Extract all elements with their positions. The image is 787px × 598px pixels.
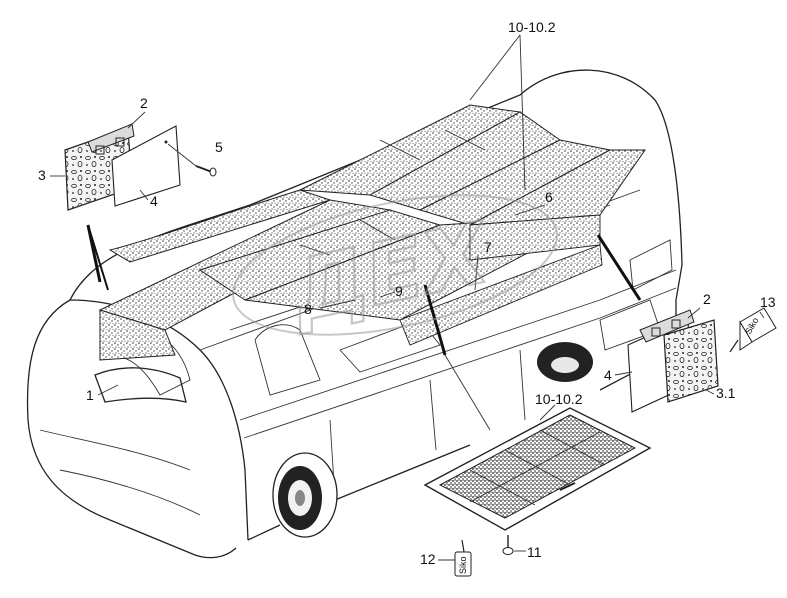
label-31: 3.1	[716, 385, 736, 401]
label-2a: 2	[140, 95, 148, 111]
label-10b: 10-10.2	[535, 391, 583, 407]
label-11: 11	[527, 544, 542, 560]
label-9: 9	[395, 283, 403, 299]
label-7: 7	[484, 239, 492, 255]
label-1: 1	[86, 387, 94, 403]
leader-lines	[86, 34, 642, 431]
tube-12-text: Siko	[458, 556, 468, 574]
bolt-11	[502, 535, 514, 555]
rear-wheel	[537, 342, 593, 382]
callout-labels: 10-10.2 2 5 3 4 6 7 9 8 2 13 4 3.1 1 10-…	[38, 19, 776, 567]
label-5: 5	[215, 139, 223, 155]
label-4a: 4	[150, 193, 158, 209]
label-13: 13	[760, 294, 776, 310]
label-ticks	[50, 111, 765, 561]
screw-5	[167, 143, 217, 177]
label-8: 8	[304, 301, 312, 317]
sealant-tube-13: Siko	[729, 307, 777, 353]
label-4b: 4	[604, 367, 612, 383]
floor-hatch	[423, 407, 652, 531]
service-hatch-left	[64, 123, 181, 211]
label-12: 12	[420, 551, 436, 567]
service-hatch-right	[627, 309, 719, 413]
label-3: 3	[38, 167, 46, 183]
label-2b: 2	[703, 291, 711, 307]
label-6: 6	[545, 189, 553, 205]
label-10a: 10-10.2	[508, 19, 556, 35]
front-wheel	[272, 452, 338, 538]
side-insulation-strip	[399, 214, 603, 346]
sealant-tube-12: Siko	[454, 539, 472, 577]
